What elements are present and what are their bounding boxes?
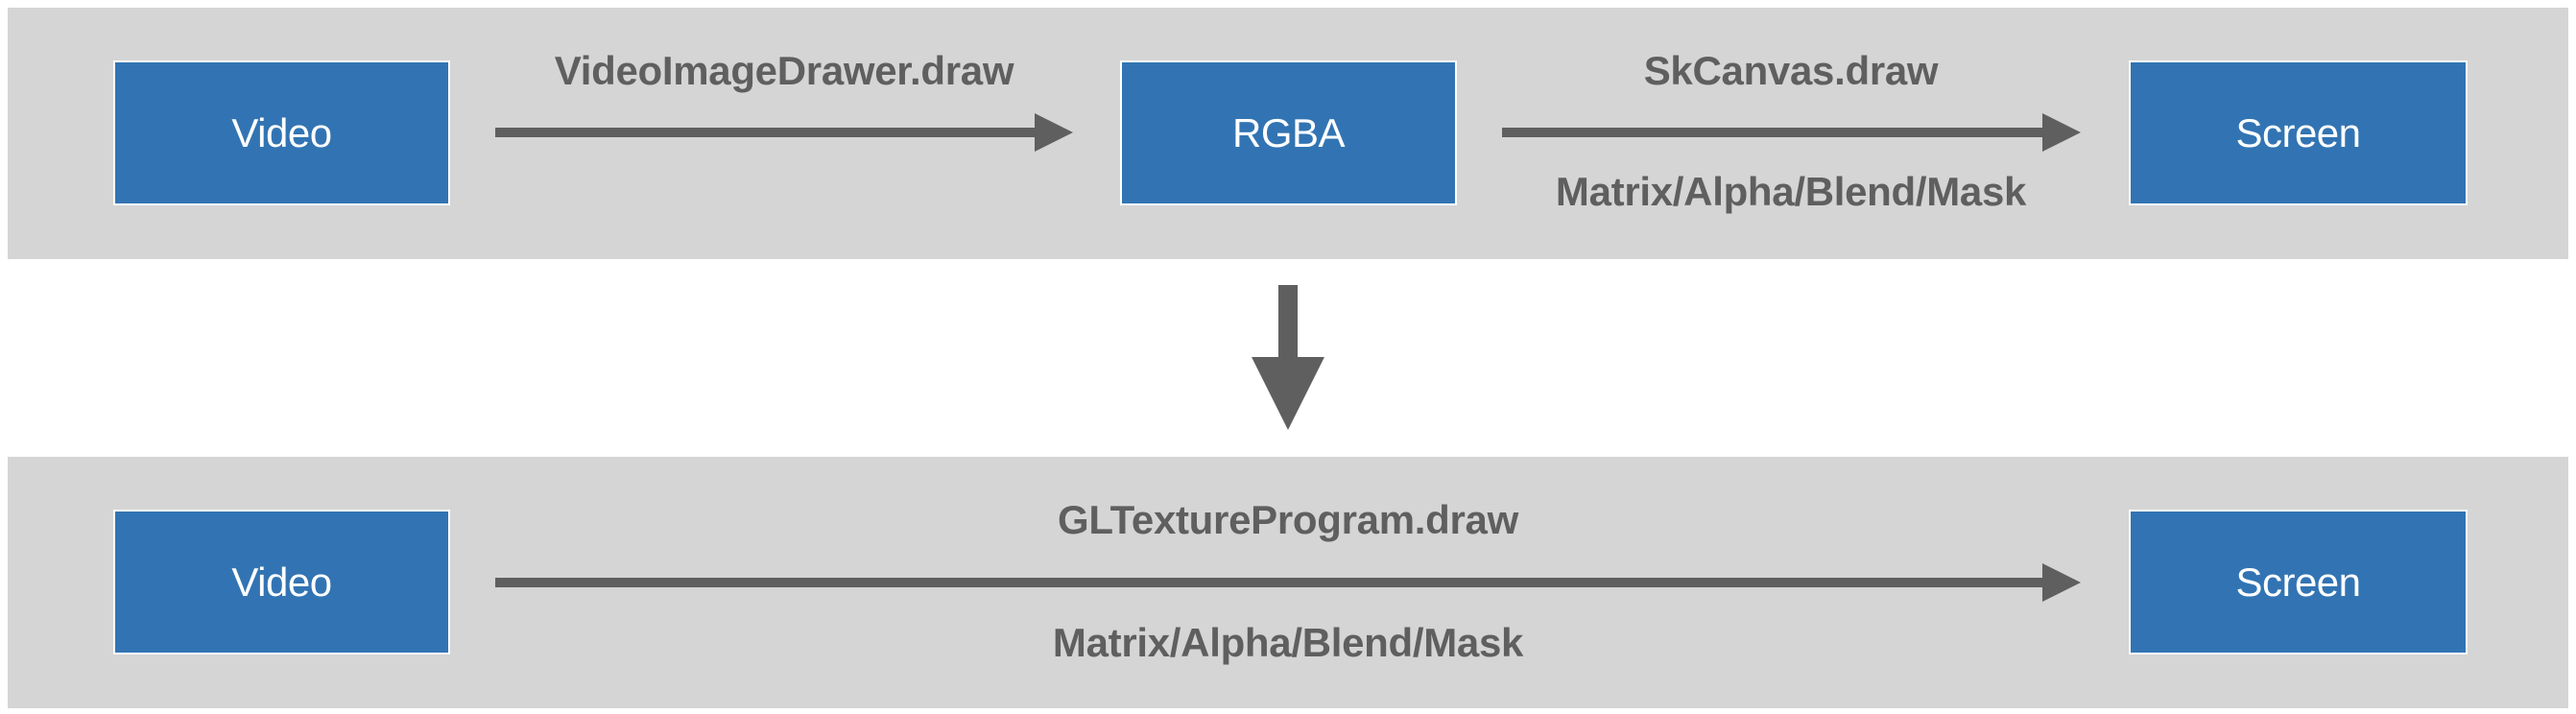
arrow-head-icon (2042, 563, 2081, 602)
top-node-rgba: RGBA (1120, 60, 1457, 205)
top-node-video: Video (113, 60, 450, 205)
bottom-edge-label-above: GLTextureProgram.draw (1058, 497, 1518, 542)
top-edge-1-label-above: VideoImageDrawer.draw (554, 48, 1014, 93)
bottom-edge-label-below: Matrix/Alpha/Blend/Mask (1052, 620, 1524, 665)
top-edge-video-to-rgba (495, 113, 1073, 152)
arrow-shaft (495, 128, 1037, 137)
down-arrow-icon (1252, 285, 1324, 430)
arrow-shaft (495, 578, 2044, 587)
arrow-head-icon (1035, 113, 1073, 152)
bottom-node-video: Video (113, 510, 450, 654)
bottom-node-screen: Screen (2129, 510, 2468, 654)
arrow-head-icon (2042, 113, 2081, 152)
down-arrow-shaft (1278, 285, 1298, 358)
top-edge-2-label-below: Matrix/Alpha/Blend/Mask (1555, 169, 2027, 214)
down-arrow-head (1252, 357, 1324, 430)
arrow-shaft (1502, 128, 2044, 137)
top-edge-rgba-to-screen (1502, 113, 2081, 152)
bottom-edge-video-to-screen (495, 563, 2081, 602)
top-edge-2-label-above: SkCanvas.draw (1643, 48, 1939, 93)
top-node-screen: Screen (2129, 60, 2468, 205)
